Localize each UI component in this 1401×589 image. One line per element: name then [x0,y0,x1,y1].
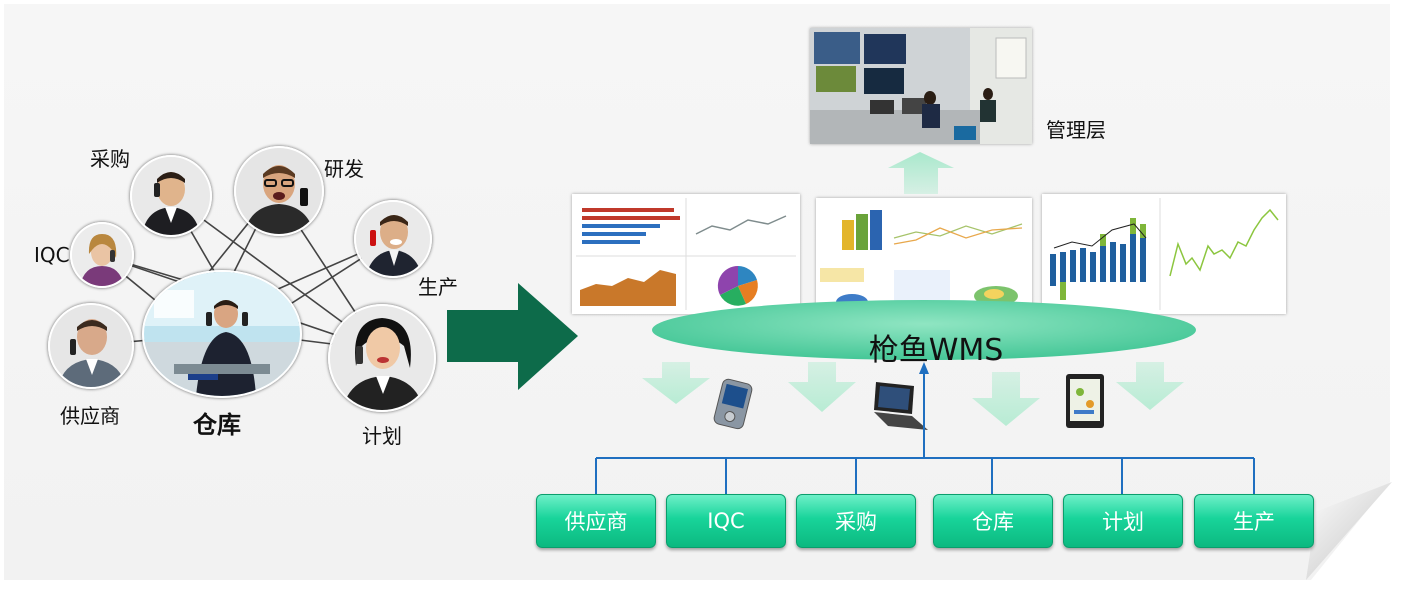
report-screenshot-1 [572,194,800,314]
label-caigou: 采购 [90,147,130,171]
label-gongying: 供应商 [60,404,120,428]
avatar-shengchan [354,200,432,278]
avatar-jihua [328,304,436,412]
avatar-caigou [130,155,212,237]
label-jihua: 计划 [362,424,402,448]
laptop-icon [874,382,928,430]
down-arrow-icons [642,362,1184,426]
label-yanfa: 研发 [324,157,364,181]
label-cangku: 仓库 [193,411,241,439]
avatar-yanfa [234,146,324,236]
management-photo [810,28,1032,144]
pda-icon [713,378,753,430]
up-arrow-icon [888,152,954,194]
label-management: 管理层 [1046,118,1106,142]
wms-platform-label: 枪鱼WMS [868,333,1004,368]
label-iqc: IQC [34,243,70,267]
module-gongying[interactable]: 供应商 [536,494,656,548]
module-iqc[interactable]: IQC [666,494,786,548]
avatar-iqc [70,222,134,288]
label-shengchan: 生产 [418,275,458,299]
module-caigou[interactable]: 采购 [796,494,916,548]
avatar-gongying [48,303,134,389]
module-shengchan[interactable]: 生产 [1194,494,1314,548]
report-screenshot-3 [1042,194,1286,314]
module-jihua[interactable]: 计划 [1063,494,1183,548]
connector-arrowhead-icon [919,362,929,374]
tablet-icon [1066,374,1104,428]
module-cangku[interactable]: 仓库 [933,494,1053,548]
